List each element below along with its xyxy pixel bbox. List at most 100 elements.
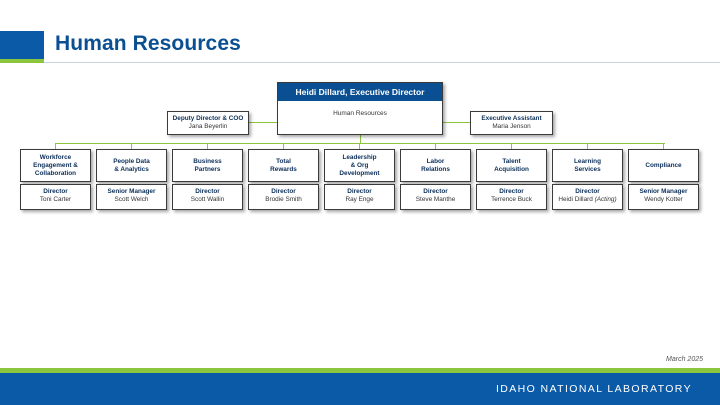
assistant-connector xyxy=(443,122,470,123)
leader-name-line: Ray Enge xyxy=(325,196,394,204)
leader-name: Scott Welch xyxy=(114,196,149,203)
deputy-director-box: Deputy Director & COO Jana Beyerlin xyxy=(167,111,249,135)
deputy-connector xyxy=(249,122,277,123)
footer-accent-bar xyxy=(0,368,720,373)
leader-name: Scott Wallin xyxy=(190,196,225,203)
date-label: March 2025 xyxy=(666,356,703,363)
department-name-line: & Analytics xyxy=(114,165,149,173)
department-name-line: Relations xyxy=(421,165,450,173)
leader-name-line: Heidi Dillard (Acting) xyxy=(553,196,622,204)
department-name-line: Development xyxy=(339,169,380,177)
leader-name-line: Toni Carter xyxy=(21,196,90,204)
title-accent-green-bar xyxy=(0,59,44,63)
page-title: Human Resources xyxy=(55,32,241,55)
leader-name-line: Steve Manthe xyxy=(401,196,470,204)
department-name-line: & Org xyxy=(350,161,369,169)
leader-role: Director xyxy=(43,188,68,195)
leader-name-line: Scott Welch xyxy=(97,196,166,204)
leader-name-line: Scott Wallin xyxy=(173,196,242,204)
unit-drop-connector xyxy=(587,143,588,149)
department-name-line: Learning xyxy=(574,157,601,165)
leader-role: Director xyxy=(423,188,448,195)
unit-drop-connector xyxy=(435,143,436,149)
department-name-line: Talent xyxy=(502,157,521,165)
leader-name: Ray Enge xyxy=(345,196,374,203)
leader-role: Director xyxy=(195,188,220,195)
department-name-line: Rewards xyxy=(270,165,297,173)
department-name: People Data& Analytics xyxy=(113,158,150,174)
department-name: Compliance xyxy=(645,162,681,170)
department-name-line: People Data xyxy=(113,157,150,165)
department-name-line: Labor xyxy=(426,157,445,165)
department-name-line: Workforce xyxy=(39,153,72,161)
leader-name: Brodie Smith xyxy=(265,196,302,203)
unit-drop-connector xyxy=(131,143,132,149)
unit-drop-connector xyxy=(359,143,360,149)
leader-role: Director xyxy=(347,188,372,195)
department-name-line: Partners xyxy=(194,165,221,173)
leader-name-line: Terrence Buck xyxy=(477,196,546,204)
department-name-line: Collaboration xyxy=(34,169,77,177)
executive-assistant-box: Executive Assistant Maria Jenson xyxy=(470,111,553,135)
unit-drop-connector xyxy=(511,143,512,149)
leader-role: Director xyxy=(499,188,524,195)
title-divider xyxy=(44,62,720,63)
leader-name: Terrence Buck xyxy=(491,196,532,203)
department-name-line: Acquisition xyxy=(494,165,529,173)
department-name-line: Leadership xyxy=(342,153,377,161)
department-name-line: Total xyxy=(276,157,291,165)
leader-name: Heidi Dillard xyxy=(558,196,593,203)
executive-director-box: Heidi Dillard, Executive Director Human … xyxy=(277,82,443,135)
leader-name-line: Brodie Smith xyxy=(249,196,318,204)
leader-name: Wendy Kotter xyxy=(644,196,683,203)
leader-name: Steve Manthe xyxy=(415,196,456,203)
department-name-line: Services xyxy=(574,165,601,173)
footer-bar xyxy=(0,373,720,405)
lab-logo-text: IDAHO NATIONAL LABORATORY xyxy=(495,383,692,395)
department-name-line: Business xyxy=(193,157,222,165)
leader-note: (Acting) xyxy=(594,196,617,203)
unit-drop-connector xyxy=(283,143,284,149)
executive-assistant-title: Executive Assistant xyxy=(481,115,542,122)
department-name-line: Compliance xyxy=(645,161,682,169)
leader-role: Senior Manager xyxy=(639,188,688,195)
unit-drop-connector xyxy=(207,143,208,149)
leader-name: Toni Carter xyxy=(39,196,72,203)
deputy-director-name: Jana Beyerlin xyxy=(188,123,228,130)
department-box: Compliance xyxy=(628,149,699,182)
unit-drop-connector xyxy=(55,143,56,149)
units-bus-connector xyxy=(55,143,665,144)
executive-director-name: Heidi Dillard, Executive Director xyxy=(278,83,442,101)
executive-assistant-name: Maria Jenson xyxy=(492,123,531,130)
unit-drop-connector xyxy=(663,143,664,149)
department-name-line: Engagement & xyxy=(33,161,78,169)
title-accent-bar xyxy=(0,31,44,59)
lead-down-connector xyxy=(360,135,361,143)
leader-role: Director xyxy=(575,188,600,195)
deputy-director-title: Deputy Director & COO xyxy=(172,115,244,122)
executive-director-org: Human Resources xyxy=(333,110,387,117)
